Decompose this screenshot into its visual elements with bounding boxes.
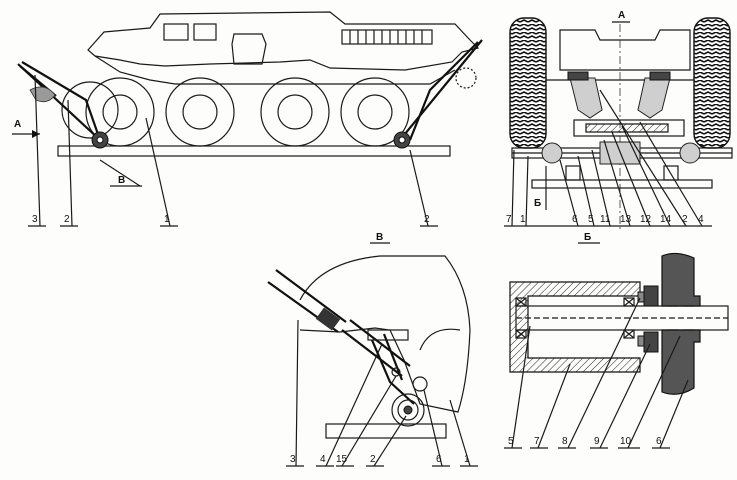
callout-7: 7 [506, 214, 512, 225]
callout-13: 13 [620, 214, 632, 225]
right-tyre [693, 17, 731, 149]
pivot-eye [412, 376, 428, 392]
callout-5: 5 [588, 214, 594, 225]
callout-6: 6 [656, 436, 662, 447]
side-hatch [231, 33, 267, 65]
callout-8: 8 [562, 436, 568, 447]
front-rail-arm [17, 61, 109, 149]
wheel-hub-lower [661, 329, 701, 395]
wheel-hub-upper [661, 252, 701, 307]
view-arrow-a: A [12, 119, 40, 138]
callout-6: 6 [572, 214, 578, 225]
callout-14: 14 [660, 214, 672, 225]
section-b-view: Б [504, 232, 729, 449]
side-callouts: 3 2 1 2 [28, 74, 438, 227]
view-arrow-label: A [14, 119, 21, 130]
callout-9: 9 [594, 436, 600, 447]
hydraulic-cylinder [267, 269, 411, 377]
guide-wheel-outline [61, 81, 119, 139]
callout-6: 6 [436, 454, 442, 465]
detail-marker-label: B [118, 175, 125, 186]
callout-2: 2 [64, 214, 70, 225]
detail-b-callouts: 3 4 15 2 6 1 [286, 319, 478, 467]
callout-3: 3 [32, 214, 38, 225]
front-callouts: 7 1 6 5 11 13 12 14 2 4 [504, 89, 712, 227]
callout-11: 11 [600, 214, 611, 225]
callout-10: 10 [620, 436, 632, 447]
side-view: A B 3 2 1 2 [12, 11, 483, 227]
vehicle-hull [87, 11, 480, 71]
detail-b-title: B [376, 232, 383, 243]
callout-4: 4 [698, 214, 704, 225]
detail-rail [325, 423, 447, 439]
callout-1: 1 [520, 214, 526, 225]
detail-b-view: B 3 4 [267, 232, 478, 467]
section-marker-label: Б [534, 198, 541, 209]
callout-1: 1 [464, 454, 470, 465]
front-view-title: A [618, 10, 625, 21]
rail-plate [531, 179, 713, 189]
outer-tube [509, 281, 641, 373]
engine-louvres [341, 29, 433, 45]
front-hull [559, 29, 691, 71]
section-b-title: Б [584, 232, 591, 243]
rear-rail-arm [393, 39, 483, 149]
callout-3: 3 [290, 454, 296, 465]
section-b-callouts: 5 7 8 9 10 6 [504, 297, 689, 449]
front-view: A Б 7 1 [504, 10, 733, 232]
callout-5: 5 [508, 436, 514, 447]
callout-2: 2 [682, 214, 688, 225]
seal-lower [643, 331, 659, 353]
hull-window [163, 23, 189, 41]
rail-wheel [391, 393, 425, 427]
road-wheels [85, 77, 410, 147]
hull-window [193, 23, 217, 41]
rail-beam [57, 145, 451, 157]
callout-2: 2 [370, 454, 376, 465]
callout-15: 15 [336, 454, 348, 465]
callout-2-rear: 2 [424, 214, 430, 225]
hull-contour [299, 255, 471, 413]
left-tyre [509, 17, 547, 149]
callout-4: 4 [320, 454, 326, 465]
callout-12: 12 [640, 214, 652, 225]
seal-upper [643, 285, 659, 307]
callout-1: 1 [164, 214, 170, 225]
callout-7: 7 [534, 436, 540, 447]
